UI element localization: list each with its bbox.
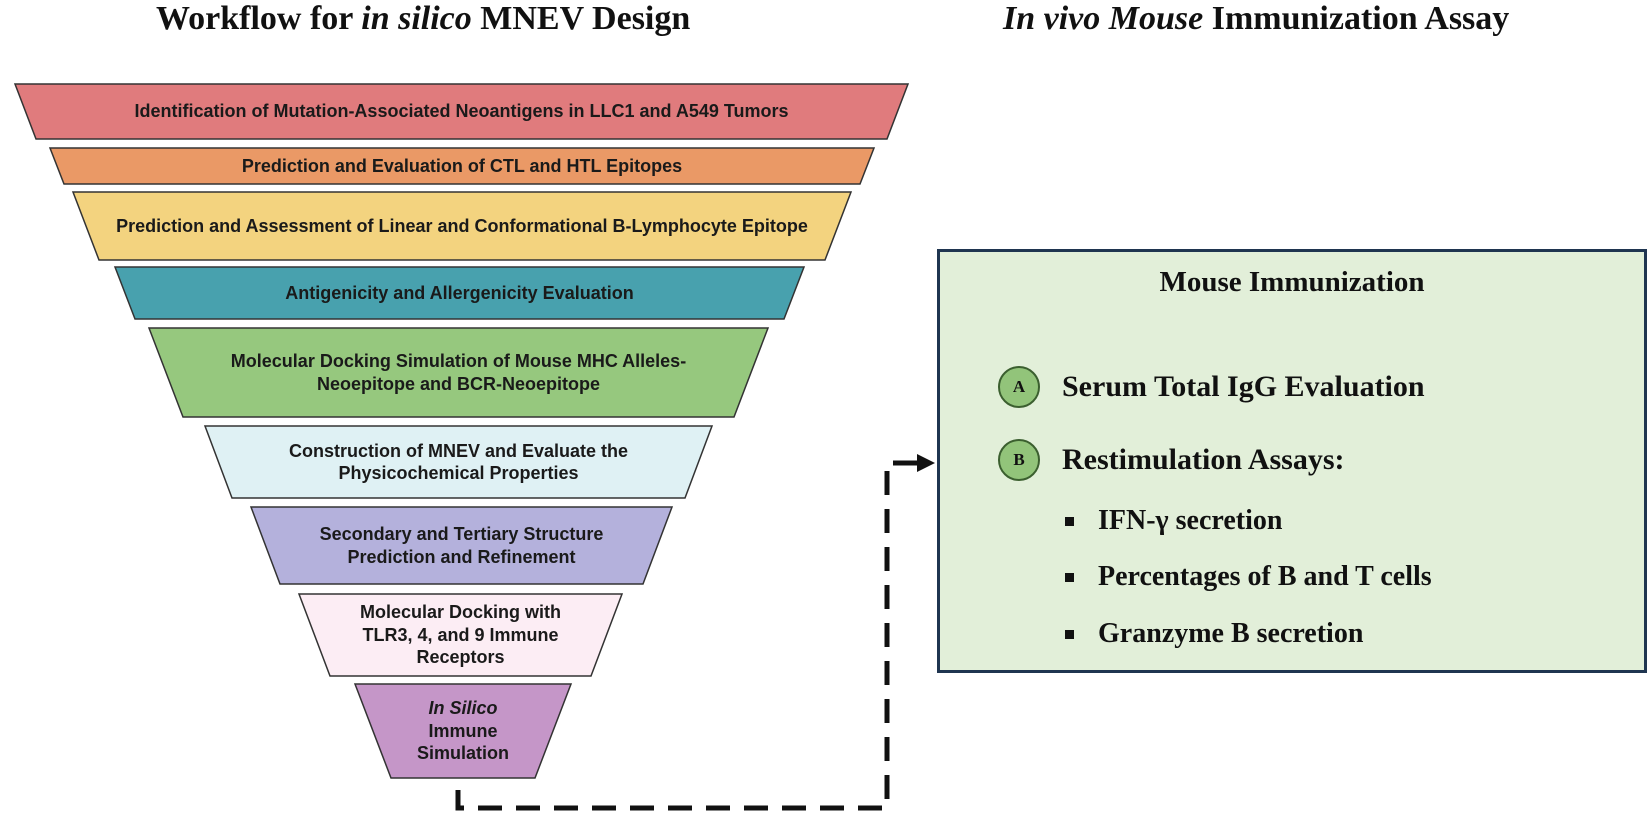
workflow-title: Workflow for in silico MNEV Design	[156, 0, 690, 38]
bullet-item: IFN-γ secretion	[1065, 505, 1282, 537]
bullet-item: Percentages of B and T cells	[1065, 561, 1432, 593]
funnel-layer-neoantigen-identification: Identification of Mutation-Associated Ne…	[13, 83, 910, 140]
panel-item-label: Serum Total IgG Evaluation	[1062, 370, 1425, 403]
panel-item-a: A Serum Total IgG Evaluation	[998, 366, 1425, 408]
funnel-layer-trapezoid	[71, 191, 853, 261]
funnel-layer-shape	[48, 147, 876, 185]
badge-b-icon: B	[998, 439, 1040, 481]
title-left-suffix: MNEV Design	[471, 0, 691, 37]
funnel-layer-molecular-docking-mhc: Molecular Docking Simulation of Mouse MH…	[147, 327, 770, 418]
funnel-layer-label-rest: Immune Simulation	[416, 720, 509, 764]
title-right-italic: In vivo Mouse	[1003, 0, 1204, 37]
funnel-layer-tlr-docking: Molecular Docking with TLR3, 4, and 9 Im…	[297, 593, 624, 677]
funnel-layer-italic-label: In Silico	[428, 698, 498, 719]
funnel-layer-label: Molecular Docking Simulation of Mouse MH…	[230, 351, 687, 394]
bullet-square-icon	[1065, 516, 1074, 526]
funnel-layer-trapezoid	[13, 83, 910, 140]
funnel-layer-trapezoid	[147, 327, 770, 418]
funnel-layer-label: Construction of MNEV and Evaluate the Ph…	[288, 440, 629, 484]
bullet-item: Granzyme B secretion	[1065, 618, 1363, 650]
title-right-suffix: Immunization Assay	[1203, 0, 1510, 37]
funnel-layer-b-lymphocyte-epitope: Prediction and Assessment of Linear and …	[71, 191, 853, 261]
funnel-layer-label: Identification of Mutation-Associated Ne…	[134, 101, 789, 122]
title-left-prefix: Workflow for	[156, 0, 362, 37]
funnel-layer-label: Molecular Docking with TLR3, 4, and 9 Im…	[359, 602, 562, 668]
assay-title: In vivo Mouse Immunization Assay	[1003, 0, 1509, 38]
workflow-funnel: Identification of Mutation-Associated Ne…	[13, 83, 910, 779]
panel-item-b: B Restimulation Assays:	[998, 439, 1345, 481]
funnel-layer-label: In Silico Immune Simulation	[403, 697, 523, 765]
funnel-layer-label: Antigenicity and Allergenicity Evaluatio…	[285, 282, 634, 303]
funnel-layer-shape	[13, 83, 910, 140]
funnel-layer-shape	[71, 191, 853, 261]
mouse-immunization-panel: Mouse Immunization A Serum Total IgG Eva…	[937, 249, 1647, 673]
funnel-layer-label: Prediction and Assessment of Linear and …	[116, 215, 808, 236]
panel-item-label: Restimulation Assays:	[1062, 443, 1345, 476]
funnel-layer-shape	[147, 327, 770, 418]
funnel-layer-trapezoid	[48, 147, 876, 185]
bullet-label: Percentages of B and T cells	[1098, 561, 1432, 592]
funnel-layer-label: Secondary and Tertiary Structure Predict…	[319, 524, 604, 567]
funnel-layer-trapezoid	[113, 266, 806, 320]
funnel-layer-immune-simulation: In Silico Immune Simulation	[353, 683, 573, 779]
funnel-layer-label: Prediction and Evaluation of CTL and HTL…	[241, 155, 683, 176]
bullet-label: Granzyme B secretion	[1098, 618, 1364, 649]
panel-title: Mouse Immunization	[1159, 266, 1425, 298]
funnel-layer-ctl-htl-epitopes: Prediction and Evaluation of CTL and HTL…	[48, 147, 876, 185]
funnel-layer-antigenicity-allergenicity: Antigenicity and Allergenicity Evaluatio…	[113, 266, 806, 320]
bullet-label: IFN-γ secretion	[1098, 505, 1283, 536]
funnel-layer-mnev-construction: Construction of MNEV and Evaluate the Ph…	[203, 425, 714, 499]
bullet-square-icon	[1065, 572, 1074, 582]
bullet-square-icon	[1065, 629, 1074, 639]
title-left-italic: in silico	[361, 0, 472, 37]
funnel-layer-shape	[113, 266, 806, 320]
funnel-layer-structure-prediction: Secondary and Tertiary Structure Predict…	[249, 506, 674, 585]
badge-a-icon: A	[998, 366, 1040, 408]
